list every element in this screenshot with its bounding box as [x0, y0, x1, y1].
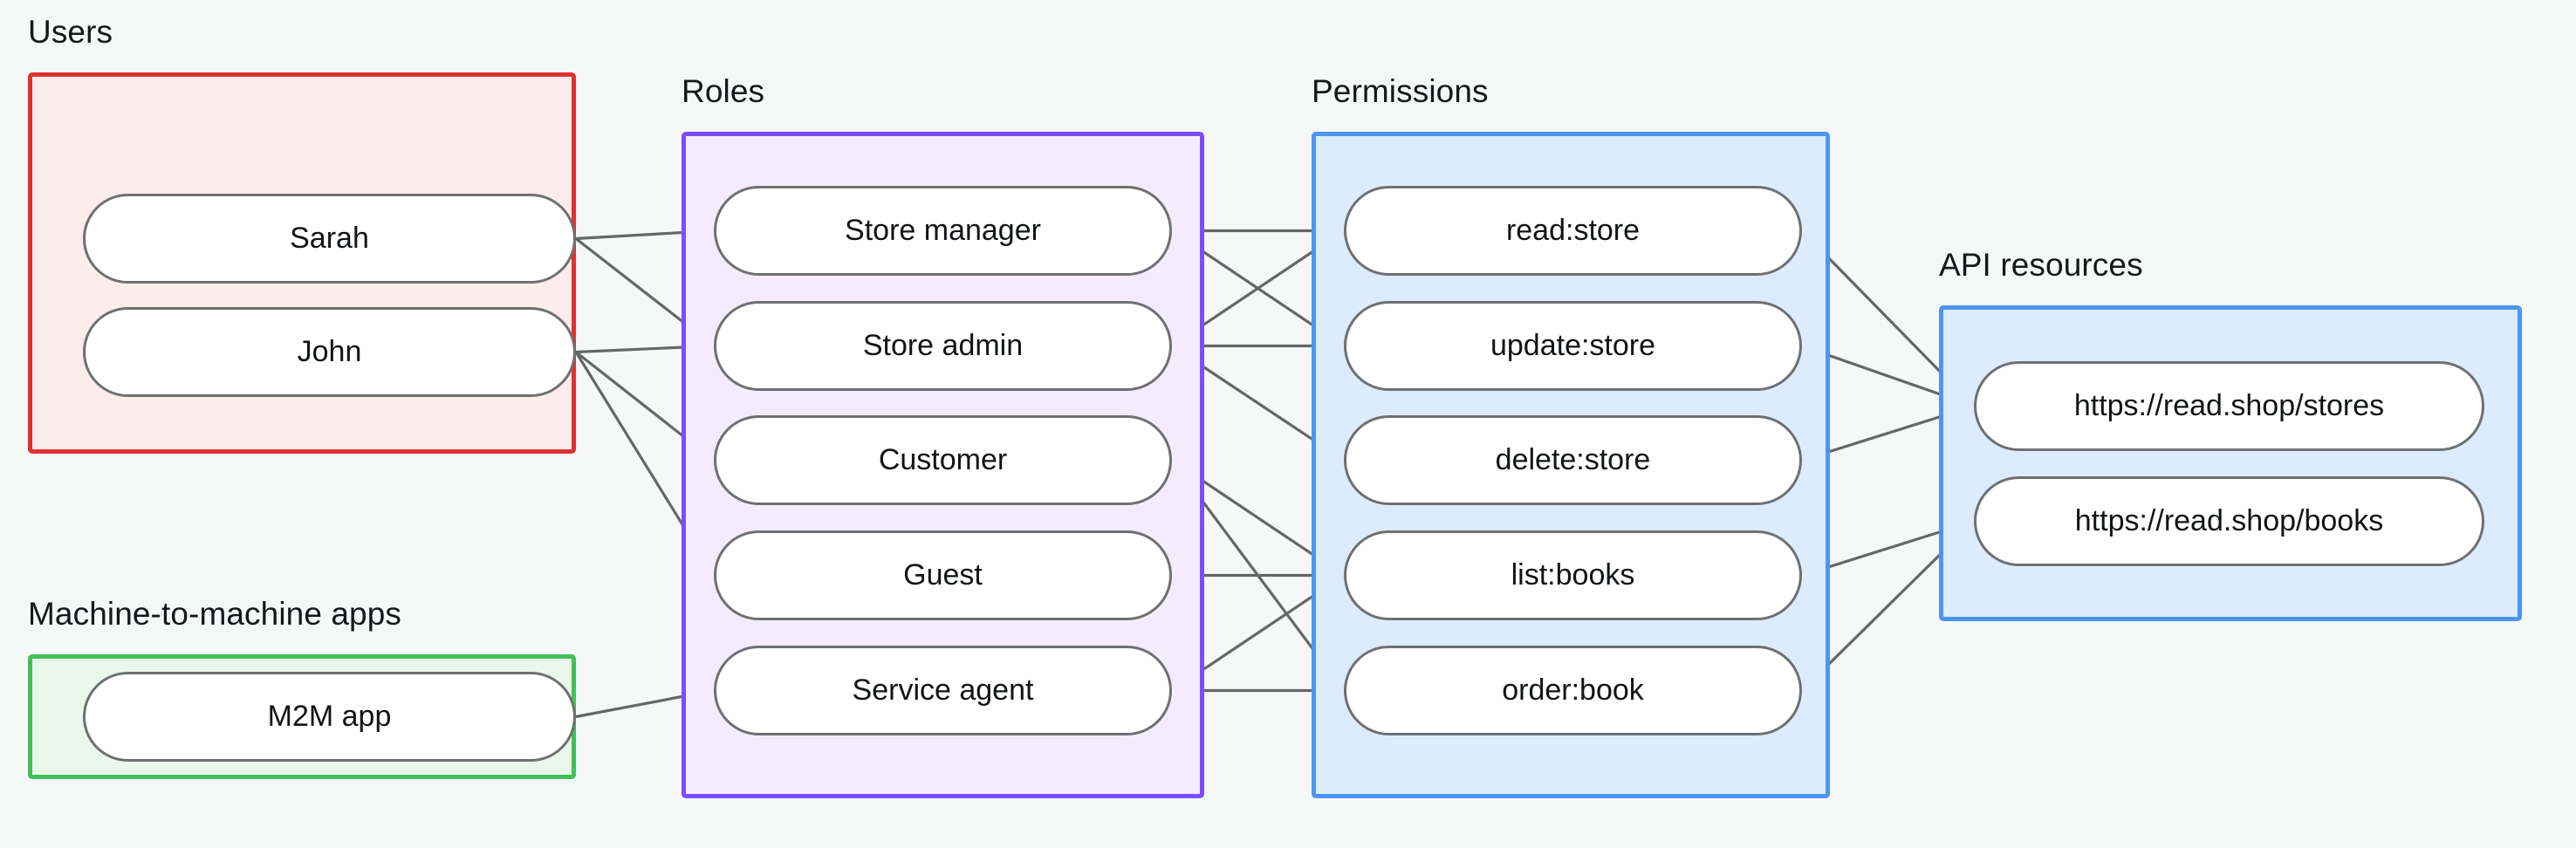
node-list-books[interactable]: list:books — [1344, 530, 1802, 620]
group-label-permissions: Permissions — [1312, 73, 1489, 109]
node-read-shop-books[interactable]: https://read.shop/books — [1974, 476, 2484, 566]
group-label-users: Users — [28, 14, 113, 50]
node-read-shop-stores[interactable]: https://read.shop/stores — [1974, 361, 2484, 451]
node-m2m-app[interactable]: M2M app — [83, 672, 576, 762]
node-store-manager[interactable]: Store manager — [714, 186, 1172, 276]
node-sarah[interactable]: Sarah — [83, 194, 576, 284]
node-delete-store[interactable]: delete:store — [1344, 415, 1802, 505]
group-label-roles: Roles — [682, 73, 765, 109]
node-store-admin[interactable]: Store admin — [714, 301, 1172, 391]
node-order-book[interactable]: order:book — [1344, 646, 1802, 735]
node-read-store[interactable]: read:store — [1344, 186, 1802, 276]
group-box-api-resources — [1939, 305, 2522, 621]
node-guest[interactable]: Guest — [714, 530, 1172, 620]
group-label-machine-to-machine-apps: Machine-to-machine apps — [28, 596, 402, 632]
node-service-agent[interactable]: Service agent — [714, 646, 1172, 735]
node-customer[interactable]: Customer — [714, 415, 1172, 505]
node-john[interactable]: John — [83, 307, 576, 397]
group-label-api-resources: API resources — [1939, 247, 2143, 283]
node-update-store[interactable]: update:store — [1344, 301, 1802, 391]
